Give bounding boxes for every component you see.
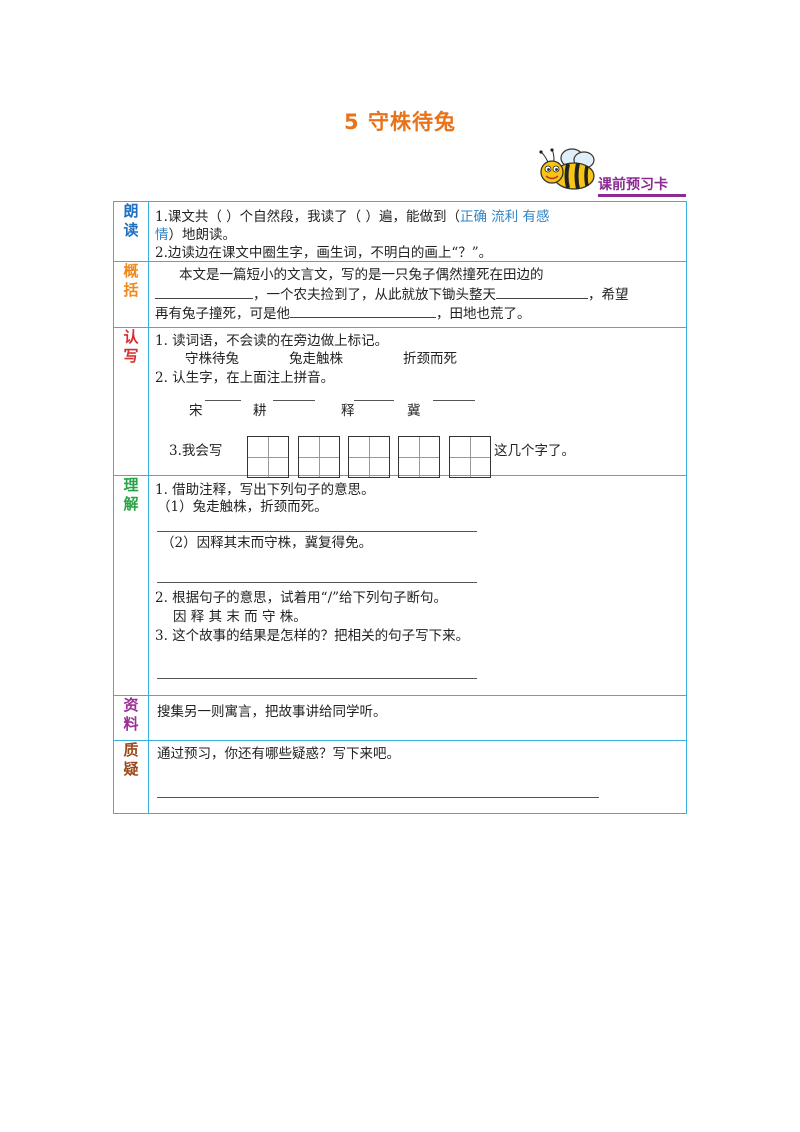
card-label-underline	[598, 194, 686, 197]
pinyin-blank-2[interactable]	[273, 400, 315, 401]
label-recognize: 认写	[123, 328, 139, 365]
understand-q2-sentence: 因 释 其 末 而 守 株。	[173, 609, 307, 625]
answer-line-s1[interactable]	[157, 531, 477, 532]
summary-line1: 本文是一篇短小的文言文，写的是一只兔子偶然撞死在田边的	[179, 267, 544, 283]
blank-summary-3[interactable]	[290, 303, 436, 318]
summary-line2-end: ，希望	[588, 287, 629, 303]
word-3: 折颈而死	[403, 351, 457, 367]
label-resource: 资料	[123, 696, 139, 733]
writing-box-1[interactable]	[247, 436, 289, 478]
label-summary-cell: 概括	[113, 261, 149, 328]
recognize-q3: 3.我会写	[169, 443, 223, 459]
pinyin-blank-4[interactable]	[433, 400, 475, 401]
content-summary: 本文是一篇短小的文言文，写的是一只兔子偶然撞死在田边的 ，一个农夫捡到了，从此就…	[148, 261, 687, 328]
pinyin-blank-1[interactable]	[205, 400, 241, 401]
row-read: 朗读 1.课文共（ ）个自然段，我读了（ ）遍，能做到（正确 流利 有感 情）地…	[113, 201, 687, 262]
preview-card-label: 课前预习卡	[598, 177, 668, 193]
preview-table: 朗读 1.课文共（ ）个自然段，我读了（ ）遍，能做到（正确 流利 有感 情）地…	[113, 201, 687, 814]
understand-q1: 1. 借助注释，写出下列句子的意思。	[155, 482, 375, 498]
label-read-cell: 朗读	[113, 201, 149, 262]
understand-q2: 2. 根据句子的意思，试着用“/”给下列句子断句。	[155, 590, 448, 606]
content-understand: 1. 借助注释，写出下列句子的意思。 （1）兔走触株，折颈而死。 （2）因释其末…	[148, 475, 687, 696]
row-resource: 资料 搜集另一则寓言，把故事讲给同学听。	[113, 695, 687, 741]
recognize-q1: 1. 读词语，不会读的在旁边做上标记。	[155, 333, 389, 349]
char-3: 释	[341, 403, 355, 419]
bee-icon	[539, 148, 595, 190]
read-line3: 2.边读边在课文中圈生字，画生词，不明白的画上“？”。	[155, 245, 493, 261]
label-understand-cell: 理解	[113, 475, 149, 696]
content-read: 1.课文共（ ）个自然段，我读了（ ）遍，能做到（正确 流利 有感 情）地朗读。…	[148, 201, 687, 262]
content-recognize: 1. 读词语，不会读的在旁边做上标记。 守株待兔 兔走触株 折颈而死 2. 认生…	[148, 327, 687, 478]
writing-box-2[interactable]	[298, 436, 340, 478]
content-question: 通过预习，你还有哪些疑惑？写下来吧。	[148, 740, 687, 814]
summary-line3: 再有兔子撞死，可是他	[155, 306, 290, 322]
writing-box-5[interactable]	[449, 436, 491, 478]
label-recognize-cell: 认写	[113, 327, 149, 476]
summary-line3-end: ，田地也荒了。	[436, 306, 531, 322]
row-understand: 理解 1. 借助注释，写出下列句子的意思。 （1）兔走触株，折颈而死。 （2）因…	[113, 475, 687, 696]
label-resource-cell: 资料	[113, 695, 149, 741]
writing-box-3[interactable]	[348, 436, 390, 478]
label-understand: 理解	[123, 476, 139, 513]
char-1: 宋	[189, 403, 203, 419]
recognize-q3-end: 这几个字了。	[494, 443, 575, 459]
label-read: 朗读	[123, 202, 139, 239]
question-text: 通过预习，你还有哪些疑惑？写下来吧。	[157, 746, 400, 762]
understand-s1: （1）兔走触株，折颈而死。	[157, 499, 328, 515]
answer-line-s2[interactable]	[157, 582, 477, 583]
label-question-cell: 质疑	[113, 740, 149, 814]
read-options-end: 情	[155, 227, 169, 243]
content-resource: 搜集另一则寓言，把故事讲给同学听。	[148, 695, 687, 741]
blank-summary-2[interactable]	[496, 284, 588, 299]
resource-text: 搜集另一则寓言，把故事讲给同学听。	[157, 704, 387, 720]
char-2: 耕	[253, 403, 267, 419]
blank-summary-1[interactable]	[155, 284, 253, 299]
label-summary: 概括	[123, 262, 139, 299]
writing-box-4[interactable]	[398, 436, 440, 478]
read-line2: ）地朗读。	[168, 227, 237, 243]
answer-line-question[interactable]	[157, 797, 599, 798]
word-1: 守株待兔	[185, 351, 239, 367]
row-question: 质疑 通过预习，你还有哪些疑惑？写下来吧。	[113, 740, 687, 814]
answer-line-q3[interactable]	[157, 678, 477, 679]
understand-s2: （2）因释其末而守株，冀复得免。	[161, 535, 373, 551]
word-2: 兔走触株	[289, 351, 343, 367]
recognize-q2: 2. 认生字，在上面注上拼音。	[155, 370, 335, 386]
row-recognize: 认写 1. 读词语，不会读的在旁边做上标记。 守株待兔 兔走触株 折颈而死 2.…	[113, 327, 687, 478]
read-line1: 1.课文共（ ）个自然段，我读了（ ）遍，能做到（	[155, 209, 460, 225]
read-options: 正确 流利 有感	[459, 209, 550, 225]
pinyin-blank-3[interactable]	[354, 400, 394, 401]
understand-q3: 3. 这个故事的结果是怎样的？把相关的句子写下来。	[155, 628, 470, 644]
page-title: 5 守株待兔	[344, 110, 456, 134]
row-summary: 概括 本文是一篇短小的文言文，写的是一只兔子偶然撞死在田边的 ，一个农夫捡到了，…	[113, 261, 687, 328]
summary-line2: ，一个农夫捡到了，从此就放下锄头整天	[253, 287, 496, 303]
label-question: 质疑	[123, 741, 139, 778]
char-4: 冀	[407, 403, 421, 419]
